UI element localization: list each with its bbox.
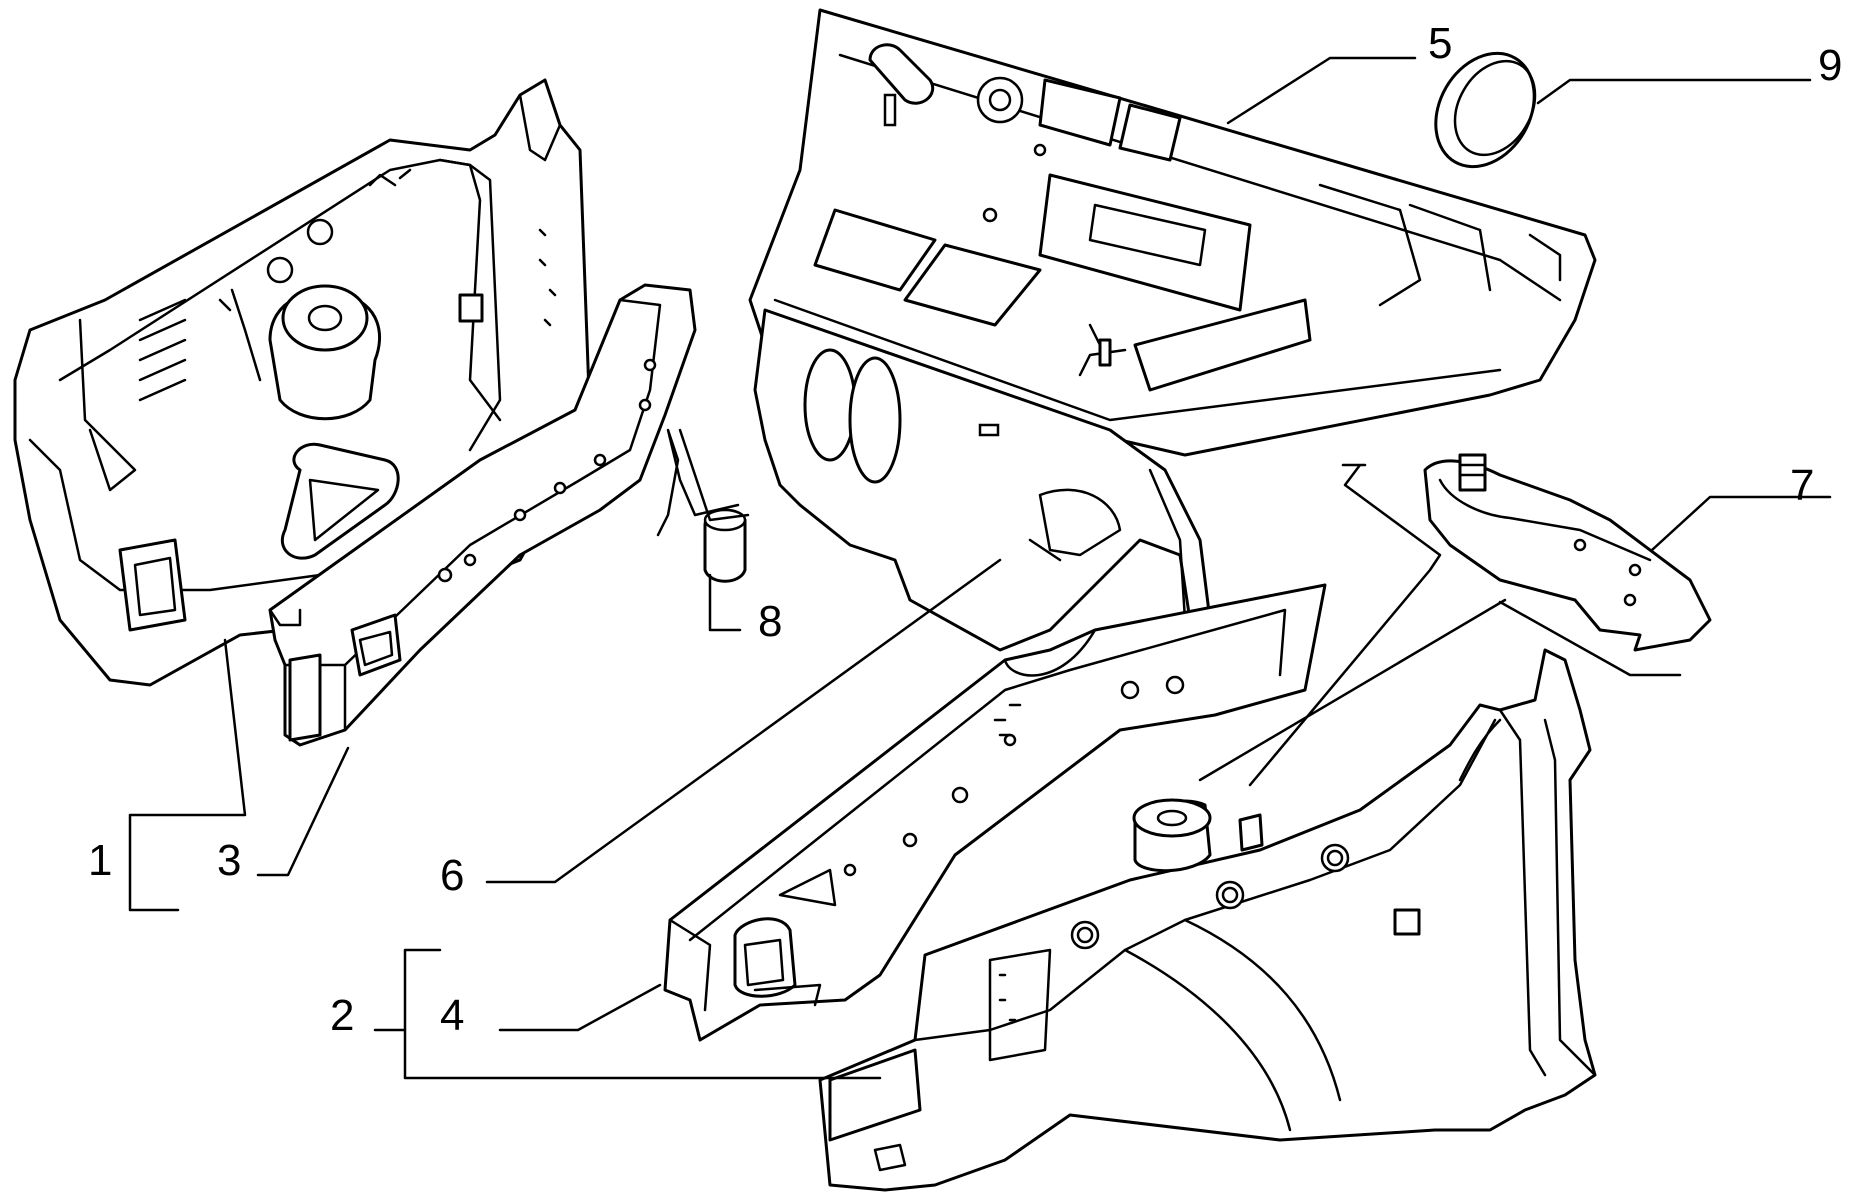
callout-4: 4 bbox=[440, 991, 464, 1040]
leader-7 bbox=[1650, 495, 1832, 552]
leader-8-fork bbox=[656, 428, 750, 537]
callout-5: 5 bbox=[1428, 19, 1452, 68]
leader-9 bbox=[1536, 78, 1812, 105]
part-left-longitudinal-member bbox=[268, 283, 697, 747]
callout-8: 8 bbox=[758, 597, 782, 646]
part-firewall-lower-panel bbox=[753, 308, 1212, 652]
part-right-longitudinal-member bbox=[663, 583, 1327, 1042]
part-firewall-upper-panel bbox=[748, 8, 1597, 457]
callout-6: 6 bbox=[440, 851, 464, 900]
callout-2: 2 bbox=[330, 991, 354, 1040]
callout-7: 7 bbox=[1790, 461, 1814, 510]
leader-1 bbox=[128, 638, 247, 912]
leader-7-fork bbox=[1248, 463, 1682, 787]
leader-4 bbox=[498, 983, 662, 1032]
leader-2 bbox=[373, 948, 882, 1080]
callout-1: 1 bbox=[88, 836, 112, 885]
part-right-wheelhouse-panel bbox=[818, 648, 1597, 1192]
part-mounting-bracket-7 bbox=[1423, 453, 1712, 652]
leader-lower-bracket bbox=[1198, 598, 1507, 782]
callout-labels: 1 2 3 4 5 6 7 8 9 bbox=[88, 19, 1842, 1040]
callout-3: 3 bbox=[217, 836, 241, 885]
leader-8 bbox=[708, 573, 742, 632]
leader-3 bbox=[256, 746, 350, 877]
leader-lines bbox=[128, 56, 1832, 1080]
leader-5 bbox=[1226, 56, 1417, 125]
leader-6 bbox=[485, 558, 1002, 884]
part-round-grommet-9 bbox=[1434, 51, 1537, 169]
part-small-plug-8 bbox=[703, 508, 747, 583]
callout-9: 9 bbox=[1818, 41, 1842, 90]
